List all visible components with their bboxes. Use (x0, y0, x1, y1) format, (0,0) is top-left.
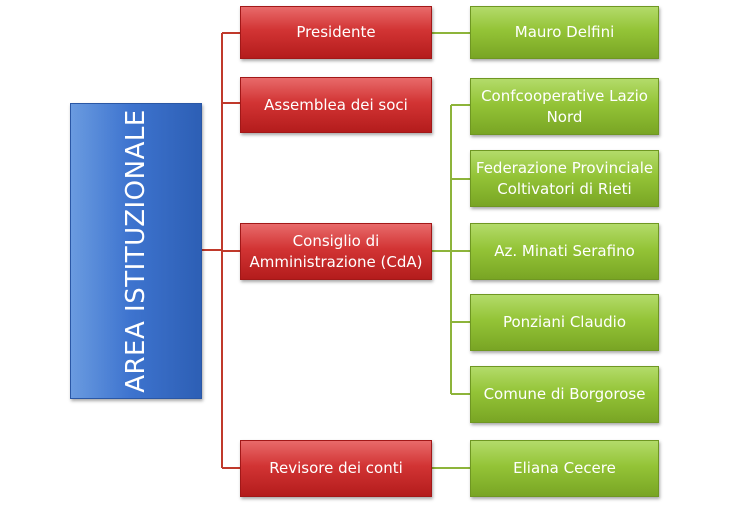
member-consiglio-5: Comune di Borgorose (470, 366, 659, 423)
root-node: AREA ISTITUZIONALE (70, 103, 202, 399)
connector-root-to-roles (202, 32, 240, 469)
role-consiglio: Consiglio di Amministrazione (CdA) (240, 223, 432, 280)
role-presidente: Presidente (240, 6, 432, 59)
root-label: AREA ISTITUZIONALE (121, 109, 152, 393)
member-consiglio-4: Ponziani Claudio (470, 294, 659, 351)
connector-consiglio-members (432, 104, 470, 395)
member-consiglio-3: Az. Minati Serafino (470, 223, 659, 280)
role-assemblea: Assemblea dei soci (240, 77, 432, 133)
role-revisore: Revisore dei conti (240, 440, 432, 497)
member-consiglio-2: Federazione Provinciale Coltivatori di R… (470, 150, 659, 207)
member-presidente: Mauro Delfini (470, 6, 659, 59)
member-revisore: Eliana Cecere (470, 440, 659, 497)
member-consiglio-1: Confcooperative Lazio Nord (470, 78, 659, 135)
